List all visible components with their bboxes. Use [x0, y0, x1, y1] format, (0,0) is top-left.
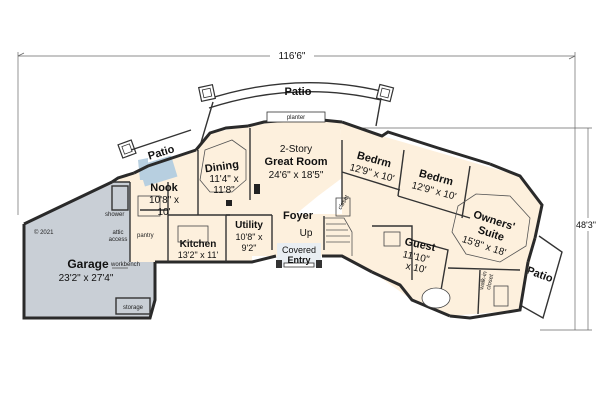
patio-right-label: Patio: [525, 265, 555, 286]
utility-label: Utility: [235, 220, 263, 231]
great-room-dims: 24'6" x 18'5": [269, 170, 324, 181]
interior-walls: [111, 111, 531, 315]
overall-width-label: 116'6": [279, 51, 306, 62]
storage-label: storage: [123, 305, 144, 311]
great-room-label-1: 2-Story: [280, 144, 312, 155]
utility-dims-2: 9'2": [242, 243, 257, 253]
attic-access-label-2: access: [109, 237, 128, 243]
kitchen-room: Kitchen 13'2" x 11': [178, 239, 219, 260]
garage-room: Garage 23'2" x 27'4": [59, 257, 114, 284]
garage-label: Garage: [67, 257, 109, 271]
attic-access-label-1: attic: [112, 230, 123, 236]
copyright-label: © 2021: [34, 229, 54, 236]
planter-label: planter: [287, 115, 305, 121]
covered-entry-label-1: Covered: [282, 245, 316, 255]
foyer-label: Foyer: [283, 210, 314, 222]
kitchen-label: Kitchen: [180, 239, 217, 250]
top-patio: Patio: [197, 81, 395, 147]
dining-dims-1: 11'4" x: [209, 174, 238, 185]
overall-width-dimension: 116'6": [17, 49, 576, 330]
great-room-label-2: Great Room: [265, 156, 328, 168]
building-fill: [24, 120, 542, 318]
nook-label: Nook: [150, 182, 178, 194]
dining-room: Dining 11'4" x 11'8": [204, 159, 240, 196]
exterior-walls: [22, 118, 544, 320]
foyer-room: Foyer Up: [283, 210, 314, 239]
pantry-label: pantry: [137, 233, 154, 239]
kitchen-dims: 13'2" x 11': [178, 250, 219, 260]
walk-in-closet-label-1: walk-in: [479, 271, 489, 291]
nook-room: Nook 10'8" x 10': [149, 182, 179, 218]
shower-label: shower: [105, 212, 124, 218]
utility-room: Utility 10'8" x 9'2": [235, 220, 263, 253]
covered-entry-label-2: Entry: [287, 255, 310, 265]
dining-dims-2: 11'8": [213, 185, 235, 196]
garage-dims: 23'2" x 27'4": [59, 273, 114, 284]
dining-label: Dining: [204, 159, 240, 176]
overall-depth-label: 48'3": [576, 220, 596, 230]
patio-top-label: Patio: [285, 86, 312, 98]
workbench-label: workbench: [110, 262, 140, 268]
utility-dims-1: 10'8" x: [236, 232, 263, 242]
nook-dims-2: 10': [157, 207, 170, 218]
overall-depth-dimension: 48'3": [330, 127, 600, 331]
covered-entry: Covered Entry: [282, 245, 316, 265]
nook-dims-1: 10'8" x: [149, 195, 179, 206]
walk-in-closet-label-2: closet: [486, 274, 495, 291]
great-room: 2-Story Great Room 24'6" x 18'5": [265, 144, 328, 181]
stair-up-label: Up: [300, 228, 313, 239]
guest-dims-2: x 10': [405, 261, 428, 276]
